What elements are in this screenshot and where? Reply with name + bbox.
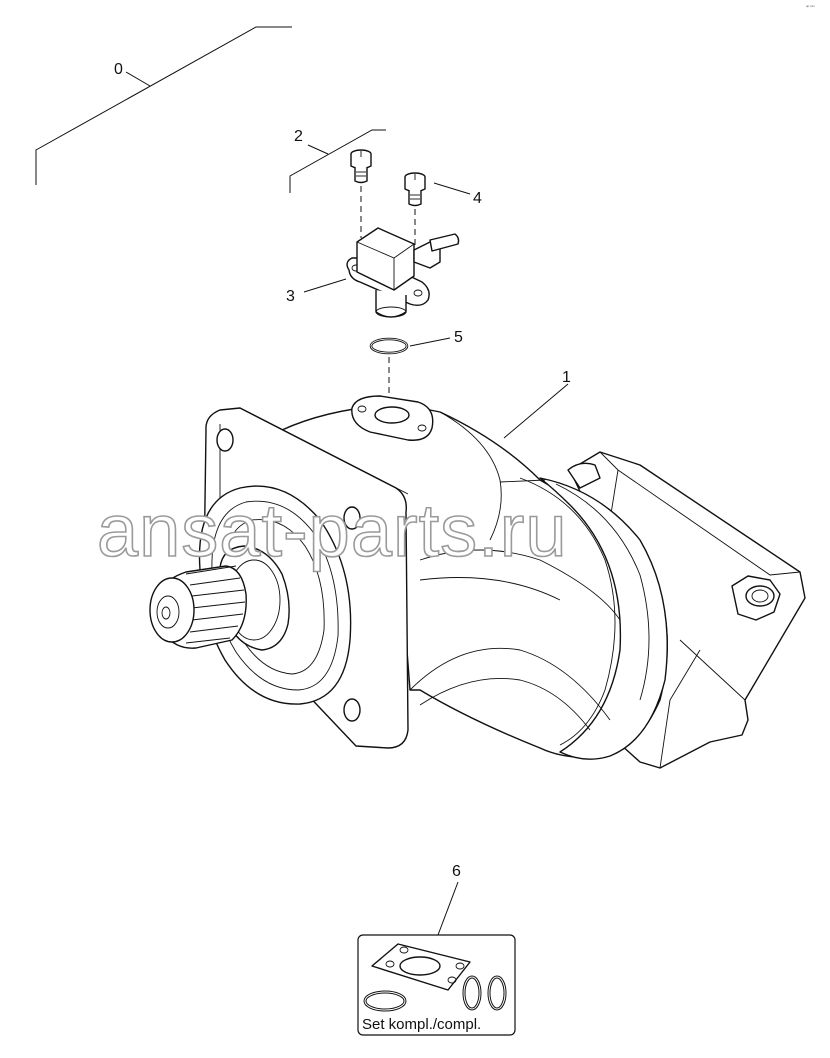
assembly-bracket-0 bbox=[35, 26, 292, 185]
leader-3 bbox=[303, 278, 347, 293]
assembly-bracket-2 bbox=[289, 129, 386, 193]
o-ring-5 bbox=[369, 337, 409, 355]
callout-3: 3 bbox=[286, 288, 295, 305]
leader-1 bbox=[503, 383, 569, 439]
leader-5 bbox=[409, 337, 451, 347]
callout-6: 6 bbox=[452, 863, 461, 880]
callout-0: 0 bbox=[114, 61, 123, 78]
speed-sensor-3 bbox=[346, 227, 460, 318]
hydraulic-motor-1 bbox=[149, 395, 806, 769]
corner-mark: ᵃᵖ ᵗᵒᵐ bbox=[806, 4, 816, 9]
kit-label: Set kompl./compl. bbox=[362, 1016, 481, 1033]
screw-4 bbox=[404, 172, 426, 207]
callout-2: 2 bbox=[294, 128, 303, 145]
watermark-text: ansat-parts.ru bbox=[97, 489, 568, 572]
screw-left bbox=[350, 149, 372, 184]
callout-5: 5 bbox=[454, 329, 463, 346]
callout-1: 1 bbox=[562, 369, 571, 386]
leader-4 bbox=[433, 182, 471, 195]
seal-kit-6 bbox=[357, 934, 516, 1036]
callout-4: 4 bbox=[473, 190, 482, 207]
leader-6 bbox=[437, 881, 459, 936]
